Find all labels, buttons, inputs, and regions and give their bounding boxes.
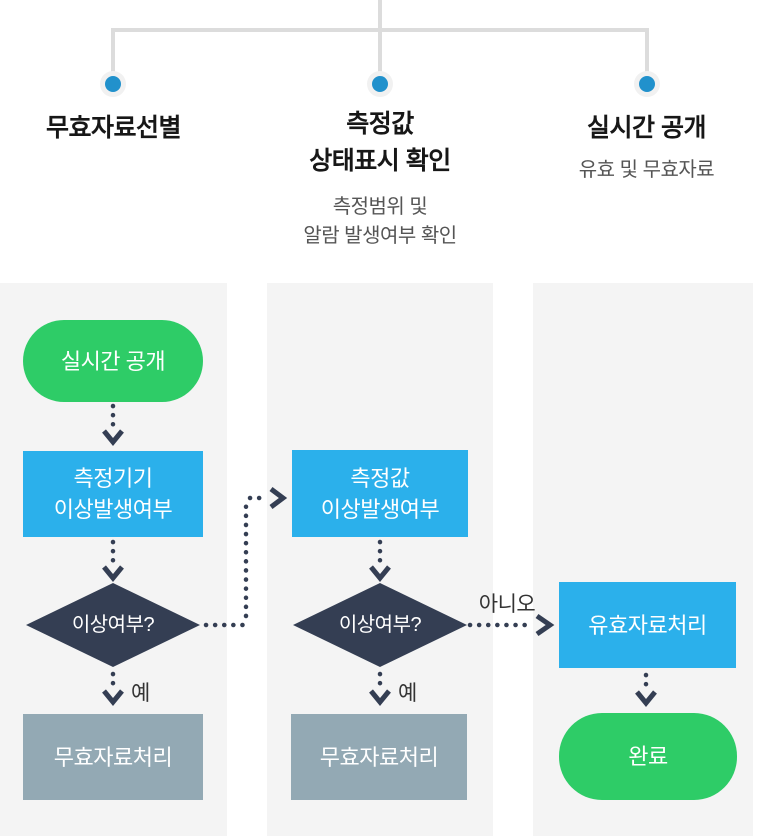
node-dot-icon (372, 76, 388, 92)
edge-label-yes-left: 예 (131, 682, 150, 705)
result-node-invalid-data-left: 무효자료처리 (23, 714, 203, 800)
node-dot-halo (634, 71, 660, 97)
end-node-complete: 완료 (559, 713, 737, 800)
column-title-line: 무효자료선별 (45, 114, 182, 142)
process-node-label-line: 이상발생여부 (53, 497, 173, 522)
decision-node-label: 이상여부? (338, 613, 422, 636)
process-node-label-line: 측정기기 (73, 466, 153, 491)
column-subtitle-realtime-release: 유효 및 무효자료 (533, 156, 760, 185)
column-title-invalid-data-screening: 무효자료선별 (0, 110, 227, 147)
column-title-line: 실시간 공개 (587, 114, 706, 142)
node-dot-icon (639, 76, 655, 92)
column-subtitle-line: 유효 및 무효자료 (578, 159, 715, 181)
start-node-label: 실시간 공개 (60, 348, 166, 374)
column-title-realtime-release: 실시간 공개 (533, 110, 760, 147)
decision-node-label: 이상여부? (71, 613, 155, 636)
edge-label-no: 아니오 (478, 593, 536, 616)
node-dot-icon (105, 76, 121, 92)
node-dot-halo (367, 71, 393, 97)
column-title-measured-value-status: 측정값 상태표시 확인 (267, 106, 493, 180)
result-node-label: 무효자료처리 (53, 744, 173, 770)
end-node-label: 완료 (628, 744, 668, 769)
column-title-line: 측정값 (346, 110, 414, 138)
column-title-line: 상태표시 확인 (309, 147, 451, 175)
result-node-label: 무효자료처리 (319, 744, 439, 770)
process-node-device-error-check: 측정기기 이상발생여부 (23, 451, 203, 537)
column-subtitle-measured-value-status: 측정범위 및 알람 발생여부 확인 (247, 193, 513, 251)
edge-label-yes-center: 예 (398, 682, 417, 705)
column-subtitle-line: 측정범위 및 (332, 196, 428, 218)
column-subtitle-line: 알람 발생여부 확인 (303, 225, 457, 247)
start-node-realtime-release: 실시간 공개 (23, 320, 203, 402)
process-node-label-line: 측정값 (350, 465, 410, 491)
process-node-label-line: 이상발생여부 (320, 496, 440, 522)
process-node-label: 유효자료처리 (588, 612, 707, 638)
node-dot-halo (100, 71, 126, 97)
result-node-invalid-data-center: 무효자료처리 (291, 714, 467, 800)
header-tree-connector (100, 0, 660, 97)
process-node-value-error-check: 측정값 이상발생여부 (292, 450, 468, 537)
process-node-valid-data: 유효자료처리 (559, 582, 736, 668)
